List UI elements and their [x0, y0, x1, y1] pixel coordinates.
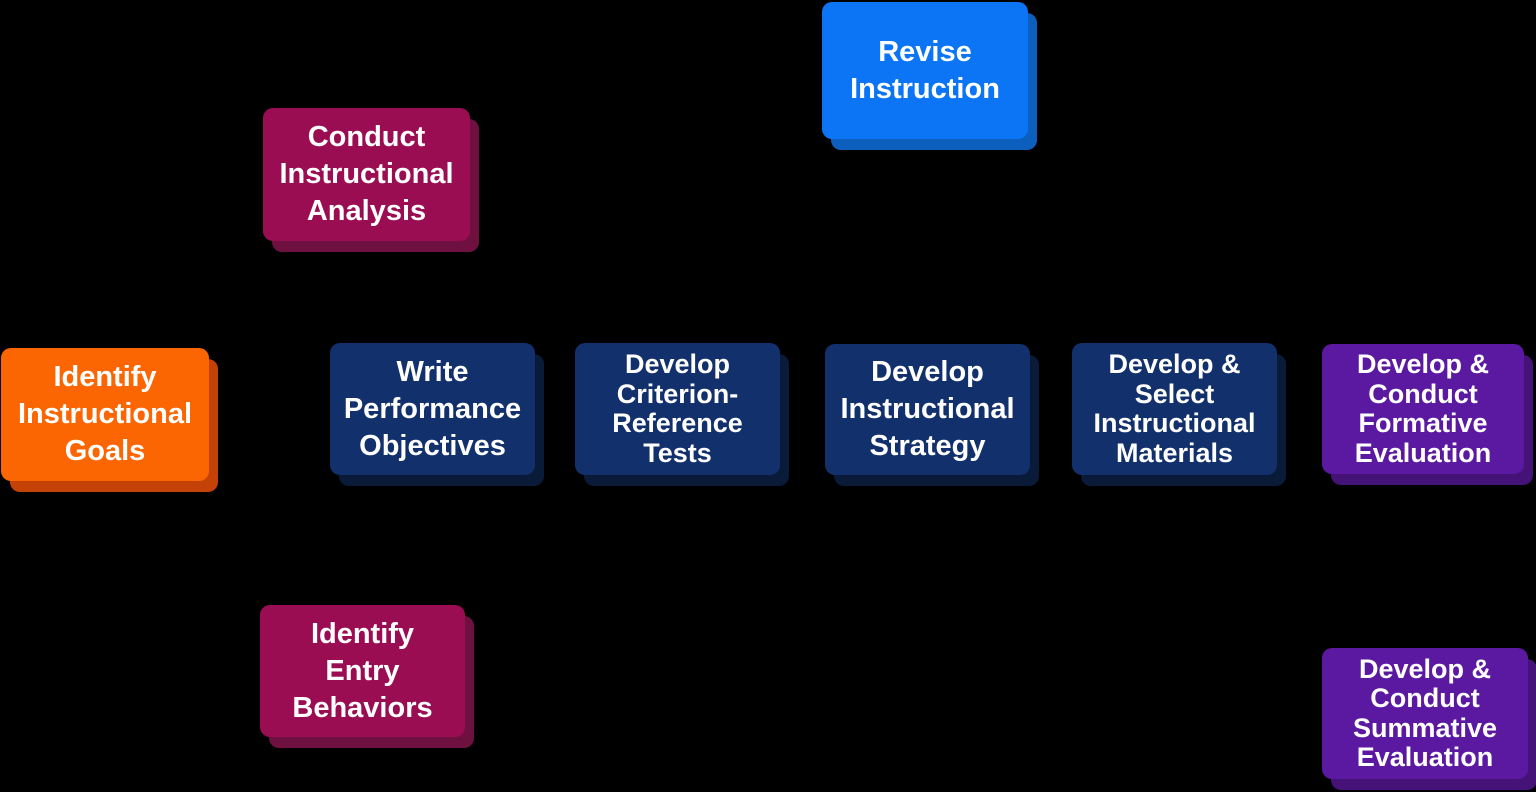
node-label-line: Instructional	[1093, 408, 1256, 438]
node-label-line: Identify	[310, 617, 415, 650]
node-label-line: Instruction	[850, 72, 1000, 105]
node-label-line: Materials	[1115, 437, 1234, 468]
node-label-line: Instructional	[17, 398, 192, 430]
node-label-line: Conduct	[1368, 378, 1478, 409]
node-label-line: Identify	[53, 361, 157, 393]
node-label-line: Select	[1134, 378, 1215, 409]
node-label-line: Instructional	[279, 158, 454, 190]
node-label-line: Behaviors	[292, 691, 433, 724]
node-label-line: Develop	[871, 356, 984, 388]
node-label-line: Formative	[1358, 408, 1488, 438]
node-label-line: Strategy	[869, 430, 986, 462]
node-label-line: Objectives	[359, 429, 506, 462]
node-label-line: Evaluation	[1356, 742, 1494, 772]
node-label-line: Develop &	[1108, 349, 1241, 379]
node-label-line: Goals	[64, 435, 146, 467]
node-label-line: Performance	[343, 392, 522, 425]
node-label-line: Summative	[1352, 712, 1498, 743]
node-label-line: Entry	[325, 654, 400, 687]
node-label-line: Conduct	[307, 121, 426, 153]
node-label-line: Tests	[643, 437, 712, 468]
node-label-line: Develop	[624, 349, 731, 379]
node-label-line: Conduct	[1370, 683, 1480, 713]
node-label-line: Develop &	[1356, 349, 1490, 379]
node-label-line: Develop &	[1358, 653, 1492, 684]
node-label-line: Revise	[878, 35, 972, 68]
node-label-line: Reference	[612, 408, 743, 438]
node-label-line: Instructional	[840, 393, 1015, 425]
node-label-line: Analysis	[306, 195, 427, 227]
node-label-line: Criterion-	[616, 378, 739, 409]
node-label-line: Evaluation	[1354, 437, 1492, 468]
node-label-line: Write	[396, 355, 469, 388]
